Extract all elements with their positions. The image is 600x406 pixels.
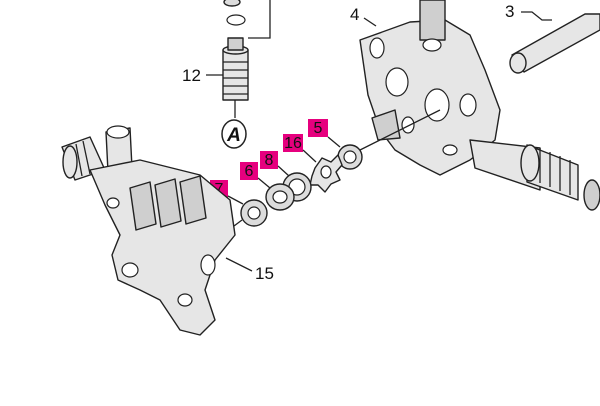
seal-top	[223, 0, 241, 7]
callout-7: 7	[215, 181, 224, 198]
head-inlet-port	[419, 0, 446, 41]
valve-block-2	[154, 178, 182, 228]
callout-12: 12	[182, 66, 201, 85]
pump-head: 4	[350, 0, 501, 176]
callout-4: 4	[350, 5, 359, 24]
valve-cap	[227, 37, 244, 51]
detail-a-marker	[221, 119, 247, 149]
valve-stack: 12 A	[182, 0, 271, 149]
callout-16-highlight	[283, 134, 303, 152]
leader-bracket-top	[248, 0, 271, 39]
callout-6-highlight	[240, 162, 258, 180]
callout-15: 15	[255, 264, 274, 283]
callout-6: 6	[245, 163, 254, 180]
callout-5: 5	[314, 120, 323, 137]
valve-body	[222, 49, 249, 101]
o-ring-top	[226, 14, 246, 26]
outlet-pipe	[469, 139, 600, 211]
piston-rod: 3	[505, 2, 600, 74]
highlighted-callouts: 5 16 8 6 7	[210, 119, 341, 205]
valve-block-3	[179, 175, 207, 225]
pump-housing: 15	[61, 125, 274, 336]
valve-block-1	[129, 181, 157, 231]
callout-8-highlight	[260, 151, 278, 169]
callout-3: 3	[505, 2, 514, 21]
seal-kit	[233, 109, 441, 227]
callout-8: 8	[265, 152, 274, 169]
callout-a: A	[226, 125, 241, 146]
callout-16: 16	[284, 135, 302, 152]
callout-5-highlight	[308, 119, 328, 137]
